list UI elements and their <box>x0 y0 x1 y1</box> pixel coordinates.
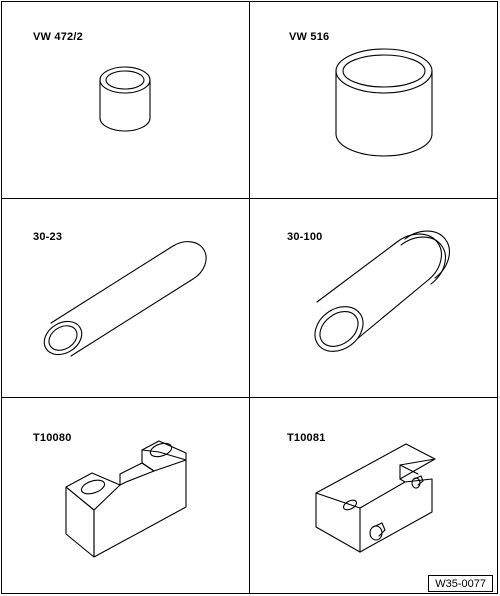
short-sleeve-icon <box>99 66 151 132</box>
row-divider-2 <box>1 397 498 398</box>
tool-label-t10080: T10080 <box>33 432 72 444</box>
flanged-tube-icon <box>314 230 450 352</box>
stepped-block-icon <box>65 440 187 558</box>
column-divider <box>249 1 250 594</box>
row-divider-1 <box>1 198 498 199</box>
tool-label-30-100: 30-100 <box>287 231 323 243</box>
figure-number: W35-0077 <box>428 575 493 592</box>
notched-block-icon <box>315 443 436 553</box>
tool-label-vw516: VW 516 <box>289 31 330 43</box>
tool-label-vw472-2: VW 472/2 <box>33 31 83 43</box>
long-tube-icon <box>43 241 207 357</box>
tool-label-30-23: 30-23 <box>33 231 63 243</box>
large-sleeve-icon <box>335 48 433 157</box>
tool-label-t10081: T10081 <box>287 432 326 444</box>
